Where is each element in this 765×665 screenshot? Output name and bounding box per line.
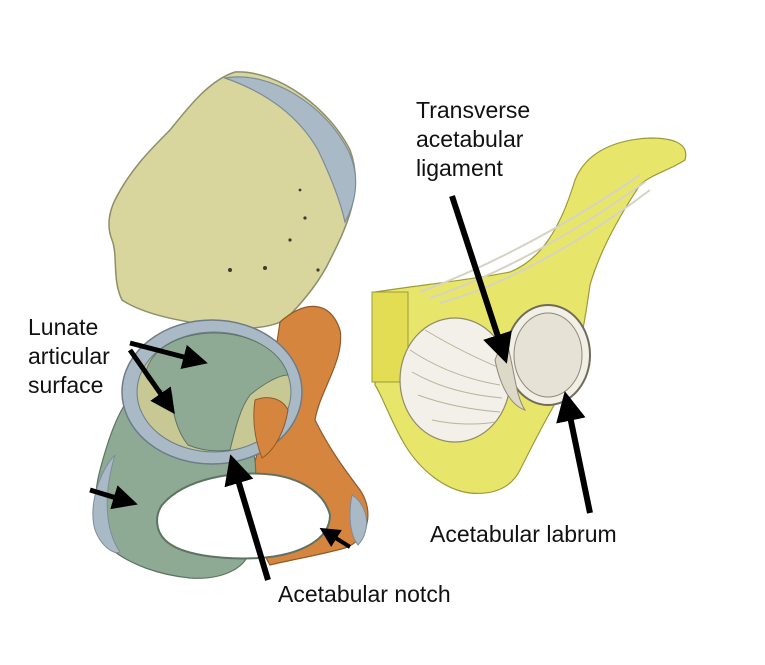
ilium-wing <box>108 71 357 330</box>
annotation-arrows <box>89 195 593 581</box>
arrow-acetabular-notch <box>224 454 271 581</box>
iliac-crest <box>222 76 357 224</box>
arrow-pubis <box>319 527 352 549</box>
arrow-acetabular-labrum <box>556 391 593 514</box>
acetabular-notch-area <box>253 397 289 459</box>
pubic-rim <box>349 494 368 546</box>
label-acetabular-notch: Acetabular notch <box>278 581 451 607</box>
arrow-ischium <box>89 485 138 510</box>
arrow-lunate-lower <box>127 348 175 415</box>
labrum-inner <box>513 312 583 398</box>
label-lunate-articular-surface: Lunate articular surface <box>28 314 110 398</box>
arrow-transverse-ligament <box>449 195 512 364</box>
label-acetabular-labrum: Acetabular labrum <box>430 521 617 547</box>
acetabulum-section-view <box>371 137 687 495</box>
ischial-rim <box>92 454 121 554</box>
label-transverse-acetabular-ligament: Transverse acetabular ligament <box>416 97 531 181</box>
arrow-lunate-upper <box>129 340 208 370</box>
hip-bone-lateral-view <box>92 71 369 579</box>
